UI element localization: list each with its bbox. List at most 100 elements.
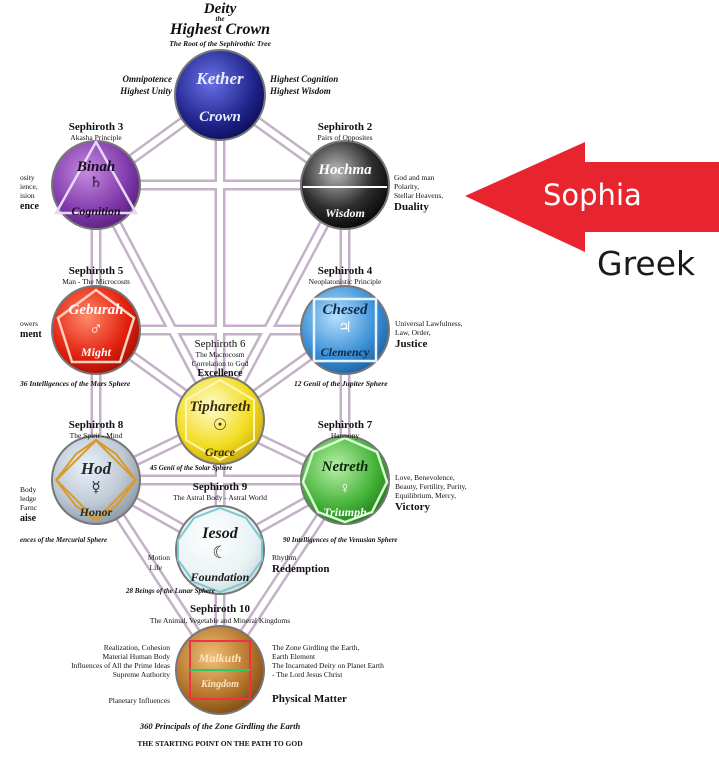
omnipotence-label: Omnipotence [122, 74, 173, 84]
venusian-sphere-label: 90 Intelligences of the Venusian Sphere [283, 536, 398, 544]
sephiroth-5-label: Sephiroth 5 [68, 265, 124, 277]
sephiroth-6-label: Sephiroth 6 [194, 338, 246, 350]
sphere-kether [174, 49, 266, 141]
netzach-symbol: ♀ [339, 480, 351, 497]
binah-sub: Cognition [71, 204, 121, 218]
s10-right-2: Earth Element [272, 652, 316, 661]
earth-zone-label: 360 Principals of the Zone Girdling the … [139, 721, 301, 731]
s9-left-1: Motion [147, 553, 170, 562]
greek-label: Greek [597, 244, 696, 283]
root-label: The Root of the Sephirothic Tree [169, 39, 271, 48]
s10-left-5: Planetary Influences [108, 696, 170, 705]
sephiroth-5-sub: Man - The Microcosm [62, 277, 130, 286]
mars-sphere-label: 36 Intelligences of the Mars Sphere [20, 379, 131, 388]
sphere-chesed [300, 285, 390, 375]
sphere-malkuth [175, 625, 265, 715]
s10-right-3: The Incarnated Deity on Planet Earth [272, 661, 384, 670]
s4-side-3: Justice [395, 338, 428, 350]
sophia-label: Sophia [543, 178, 642, 212]
s7-side-3: Equilibrium, Mercy, [395, 491, 456, 500]
starting-point-label: THE STARTING POINT ON THE PATH TO GOD [137, 739, 303, 748]
malkuth-sub: Kingdom [201, 679, 239, 690]
s8-side-4: aise [20, 513, 37, 524]
highest-unity-label: Highest Unity [120, 86, 172, 96]
s9-right-1: Rhythm [272, 553, 297, 562]
s3-side-2: ience, [20, 182, 38, 191]
s3-side-1: osity [20, 173, 35, 182]
s2-side-2: Polarity, [394, 182, 420, 191]
s5-side-1: owers [20, 319, 38, 328]
s10-right-1: The Zone Girdling the Earth, [272, 643, 360, 652]
sphere-geburah [51, 285, 141, 375]
chesed-name: Chesed [322, 302, 368, 318]
highest-crown-label: Highest Crown [169, 21, 271, 38]
sphere-iesod [175, 505, 265, 595]
sophia-arrow [465, 142, 719, 252]
sphere-tiphareth [175, 375, 265, 465]
geburah-name: Geburah [68, 302, 124, 318]
s4-side-1: Universal Lawfulness, [395, 319, 463, 328]
s10-left-3: Influences of All the Prime Ideas [71, 661, 170, 670]
solar-sphere-label: 45 Genii of the Solar Sphere [150, 464, 233, 472]
sephiroth-9-sub: The Astral Body - Astral World [172, 493, 268, 502]
hod-name: Hod [80, 459, 112, 478]
geburah-sub: Might [80, 345, 112, 359]
sephiroth-2-label: Sephiroth 2 [317, 121, 373, 133]
s7-side-4: Victory [395, 501, 431, 513]
hod-symbol: ☿ [91, 480, 101, 496]
mercurial-sphere-label: ences of the Mercurial Sphere [20, 536, 108, 544]
s8-side-1: Body [20, 485, 37, 494]
chesed-symbol: ♃ [338, 320, 352, 336]
geburah-symbol: ♂ [88, 319, 104, 340]
netzach-name: Netreth [321, 459, 369, 475]
sephiroth-9-label: Sephiroth 9 [192, 481, 248, 493]
s2-side-3: Stellar Heavens, [394, 191, 444, 200]
tiphareth-name: Tiphareth [189, 399, 251, 415]
sephiroth-3-sub: Akasha Principle [70, 133, 122, 142]
s8-side-3: Farnc [20, 503, 38, 512]
s7-side-1: Love, Benevolence, [395, 473, 455, 482]
sphere-netzach [300, 435, 390, 525]
highest-wisdom-label: Highest Wisdom [270, 86, 331, 96]
s10-left-1: Realization, Cohesion [103, 643, 170, 652]
s2-side-4: Duality [394, 201, 429, 213]
sphere-binah [51, 139, 141, 230]
lunar-sphere-label: 28 Beings of the Lunar Sphere [126, 587, 215, 595]
the-label: the [215, 15, 225, 23]
sephiroth-7-label: Sephiroth 7 [317, 419, 373, 431]
hochma-sub: Wisdom [325, 206, 365, 220]
sphere-hod [51, 435, 141, 525]
iesod-symbol: ☾ [212, 543, 228, 562]
sephiroth-6-bold: Excellence [197, 368, 243, 379]
netzach-sub: Triumph [323, 505, 367, 519]
tiphareth-sub: Grace [205, 445, 235, 459]
sephiroth-8-sub: The Spirit - Mind [69, 431, 123, 440]
s3-side-3: ision [20, 191, 35, 200]
sephiroth-6-sub2: Correlation to God [191, 359, 249, 368]
s10-left-2: Material Human Body [102, 652, 171, 661]
s10-right-4: - The Lord Jesus Christ [272, 670, 343, 679]
deity-label: Deity [203, 1, 237, 17]
hochma-name: Hochma [318, 162, 372, 178]
s3-side-4: ence [20, 201, 39, 212]
iesod-sub: Foundation [190, 570, 250, 584]
sephiroth-10-sub: The Animal, Vegetable and Mineral Kingdo… [149, 616, 291, 625]
s10-left-4: Supreme Authority [112, 670, 170, 679]
highest-cognition-label: Highest Cognition [270, 74, 339, 84]
iesod-name: Iesod [202, 525, 238, 542]
s9-right-2: Redemption [272, 563, 330, 575]
tiphareth-symbol: ☉ [212, 417, 228, 434]
s7-side-2: Beauty, Fertility, Purity, [395, 482, 467, 491]
s10-right-5: Physical Matter [272, 693, 347, 705]
s2-side-1: God and man [394, 173, 435, 182]
kether-sub: Crown [199, 109, 241, 125]
kether-name: Kether [196, 69, 244, 88]
jupiter-sphere-label: 12 Genii of the Jupiter Sphere [294, 379, 388, 388]
s8-side-2: ledge [20, 494, 37, 503]
s4-side-2: Law, Order, [395, 328, 431, 337]
sephiroth-3-label: Sephiroth 3 [68, 121, 124, 133]
sephiroth-4-label: Sephiroth 4 [317, 265, 373, 277]
chesed-sub: Clemency [320, 345, 370, 359]
sphere-hochma [300, 140, 390, 230]
